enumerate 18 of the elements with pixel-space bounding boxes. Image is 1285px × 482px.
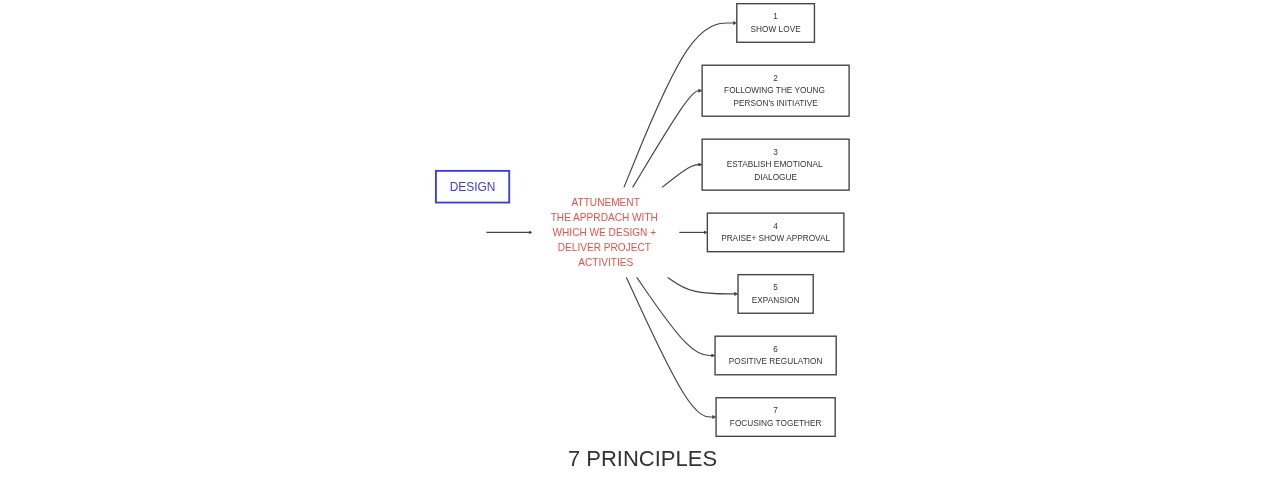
arrow — [485, 230, 533, 235]
node-box: 7 FOCUSING TOGETHER — [715, 397, 836, 437]
arrow — [625, 276, 717, 420]
arrow — [623, 20, 737, 189]
node-box: 5 EXPANSION — [737, 273, 814, 314]
node-box: 1 SHOW LOVE — [736, 3, 816, 43]
arrow — [631, 88, 703, 189]
arrow — [666, 276, 739, 296]
node-text: ATTUNEMENT THE APPRDACH WITH WHICH WE DESIGN + DELIVER PROJECT ACTIVITIES — [550, 196, 658, 269]
node-box: 3 ESTABLISH EMOTIONAL DIALOGUE — [701, 138, 850, 191]
arrow — [636, 276, 716, 358]
node-box: 4 PRAISE+ SHOW APPROVAL — [706, 212, 845, 253]
arrow — [661, 162, 703, 189]
node-box: 6 POSITIVE REGULATION — [714, 335, 837, 376]
node-box: DESIGN — [434, 169, 511, 204]
principles-caption: 7 PRINCIPLES — [567, 446, 718, 471]
node-box: 2 FOLLOWING THE YOUNG PERSON's INITIATIVE — [701, 64, 850, 117]
arrow — [678, 230, 708, 235]
